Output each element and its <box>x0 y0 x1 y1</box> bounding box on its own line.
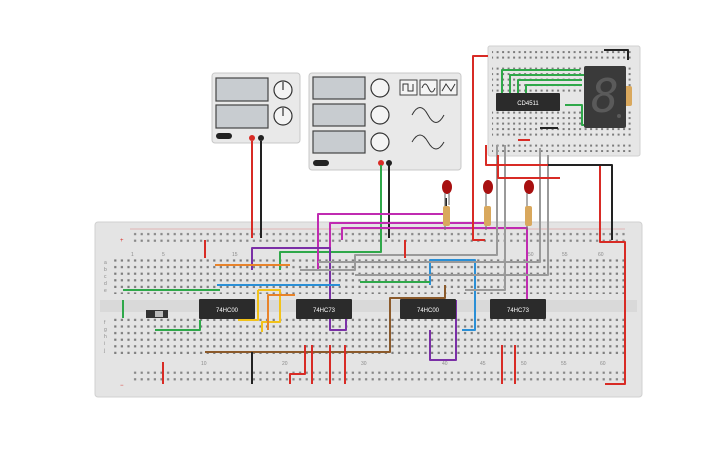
col-label-5: 5 <box>162 252 165 258</box>
rail-minus-label: − <box>120 383 124 389</box>
col-label-55-top: 55 <box>562 252 568 258</box>
resistor-2[interactable] <box>484 206 491 226</box>
resistor-1[interactable] <box>443 206 450 226</box>
rail-plus-label: + <box>120 238 124 244</box>
chip-label: 74HC00 <box>417 308 440 314</box>
row-label-c: c <box>104 274 107 280</box>
row-label-f: f <box>104 320 106 326</box>
offset-wave-icon <box>411 134 445 150</box>
wires <box>122 49 629 385</box>
chip-74hc73-1[interactable]: 74HC73 <box>296 299 352 319</box>
row-label-h: h <box>104 334 107 340</box>
slide-switch[interactable] <box>146 310 168 318</box>
voltage-display <box>215 77 269 102</box>
frequency-display <box>312 76 366 100</box>
led-red-3[interactable] <box>524 180 534 230</box>
chip-label: 74HC73 <box>313 308 336 314</box>
chip-cd4511[interactable]: CD4511 <box>496 93 560 111</box>
frequency-knob[interactable] <box>370 78 390 98</box>
seven-segment-display[interactable]: 8 <box>584 66 626 128</box>
col-label-1: 1 <box>131 252 134 258</box>
col-label-10: 10 <box>201 361 207 367</box>
generator-positive-terminal[interactable] <box>378 160 384 166</box>
chip-74hc73-2[interactable]: 74HC73 <box>490 299 546 319</box>
decimal-point <box>617 114 621 118</box>
amplitude-knob[interactable] <box>370 105 390 125</box>
positive-terminal[interactable] <box>249 135 255 141</box>
chip-label: CD4511 <box>517 101 539 107</box>
power-switch[interactable] <box>216 133 232 139</box>
power-supply-small[interactable] <box>211 72 301 144</box>
row-label-i: i <box>104 341 105 347</box>
offset-knob[interactable] <box>370 132 390 152</box>
amplitude-display <box>312 103 366 127</box>
current-display <box>215 104 269 129</box>
led-red-2[interactable] <box>483 180 493 230</box>
sine-wave-icon <box>411 107 445 123</box>
chip-74hc00-2[interactable]: 74HC00 <box>400 299 456 319</box>
chip-label: 74HC00 <box>216 308 239 314</box>
display-digit: 8 <box>591 69 619 123</box>
generator-switch[interactable] <box>313 160 329 166</box>
chip-74hc00-1[interactable]: 74HC00 <box>199 299 255 319</box>
generator-negative-terminal[interactable] <box>386 160 392 166</box>
row-label-g: g <box>104 327 107 333</box>
resistor-3[interactable] <box>525 206 532 226</box>
col-label-40: 40 <box>442 361 448 367</box>
col-label-30: 30 <box>361 361 367 367</box>
col-label-50-bottom: 50 <box>521 361 527 367</box>
row-label-d: d <box>104 281 107 287</box>
col-label-60-top: 60 <box>598 252 604 258</box>
row-label-j: j <box>103 348 105 354</box>
row-label-a: a <box>104 260 107 266</box>
col-label-45: 45 <box>480 361 486 367</box>
main-breadboard[interactable]: + − a b c d e f g h i j 1 5 15 50 55 60 … <box>94 221 643 398</box>
col-label-60-bottom: 60 <box>600 361 606 367</box>
col-label-20: 20 <box>282 361 288 367</box>
col-label-15: 15 <box>232 252 238 258</box>
negative-terminal[interactable] <box>258 135 264 141</box>
row-label-b: b <box>104 267 107 273</box>
offset-display <box>312 130 366 154</box>
led-red-1[interactable] <box>442 180 452 230</box>
chip-label: 74HC73 <box>507 308 530 314</box>
col-label-50-top: 50 <box>528 252 534 258</box>
row-label-e: e <box>104 288 107 294</box>
col-label-55-bottom: 55 <box>561 361 567 367</box>
function-generator[interactable] <box>308 72 462 171</box>
